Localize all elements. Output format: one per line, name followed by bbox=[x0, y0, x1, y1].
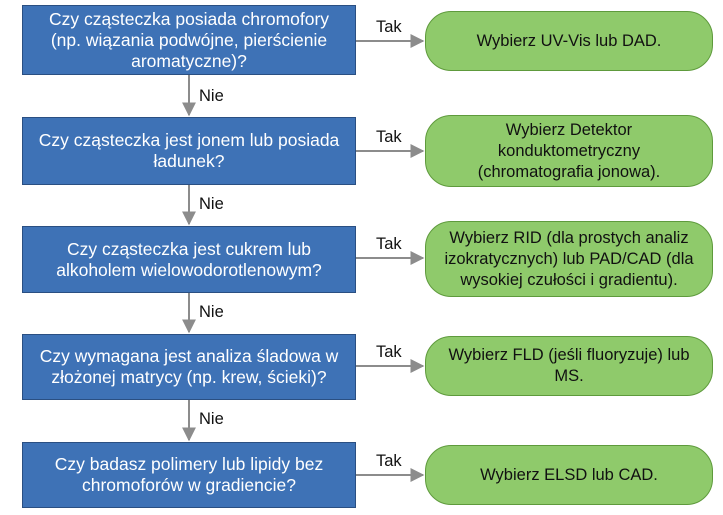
yes-label-4: Tak bbox=[376, 343, 402, 361]
question-text-4: Czy wymagana jest analiza śladowa w złoż… bbox=[39, 346, 339, 387]
yes-label-5: Tak bbox=[376, 452, 402, 470]
answer-text-2: Wybierz Detektor konduktometryczny (chro… bbox=[477, 120, 661, 181]
question-text-3: Czy cząsteczka jest cukrem lub alkoholem… bbox=[56, 238, 322, 280]
question-text-2: Czy cząsteczka jest jonem lub posiada ła… bbox=[38, 130, 340, 171]
answer-text-5: Wybierz ELSD lub CAD. bbox=[480, 465, 658, 484]
question-box-4: Czy wymagana jest analiza śladowa w złoż… bbox=[22, 334, 356, 400]
yes-label-2: Tak bbox=[376, 128, 402, 146]
question-text-1: Czy cząsteczka posiada chromofory (np. w… bbox=[48, 8, 330, 71]
answer-box-5: Wybierz ELSD lub CAD. bbox=[425, 445, 713, 505]
no-label-3: Nie bbox=[199, 303, 224, 321]
answer-text-3: Wybierz RID (dla prostych analiz izokrat… bbox=[444, 228, 694, 289]
question-box-2: Czy cząsteczka jest jonem lub posiada ła… bbox=[22, 117, 356, 185]
question-text-5: Czy badasz polimery lub lipidy bez chrom… bbox=[54, 454, 324, 495]
question-box-5: Czy badasz polimery lub lipidy bez chrom… bbox=[22, 442, 356, 508]
question-box-3: Czy cząsteczka jest cukrem lub alkoholem… bbox=[22, 226, 356, 293]
yes-label-3: Tak bbox=[376, 235, 402, 253]
no-label-2: Nie bbox=[199, 195, 224, 213]
answer-box-3: Wybierz RID (dla prostych analiz izokrat… bbox=[425, 221, 713, 297]
answer-box-4: Wybierz FLD (jeśli fluoryzuje) lub MS. bbox=[425, 336, 713, 396]
yes-label-1: Tak bbox=[376, 18, 402, 36]
answer-text-1: Wybierz UV-Vis lub DAD. bbox=[476, 31, 662, 50]
answer-box-1: Wybierz UV-Vis lub DAD. bbox=[425, 11, 713, 71]
no-label-1: Nie bbox=[199, 87, 224, 105]
no-label-4: Nie bbox=[199, 410, 224, 428]
answer-text-4: Wybierz FLD (jeśli fluoryzuje) lub MS. bbox=[448, 346, 690, 385]
answer-box-2: Wybierz Detektor konduktometryczny (chro… bbox=[425, 115, 713, 187]
question-box-1: Czy cząsteczka posiada chromofory (np. w… bbox=[22, 5, 356, 75]
